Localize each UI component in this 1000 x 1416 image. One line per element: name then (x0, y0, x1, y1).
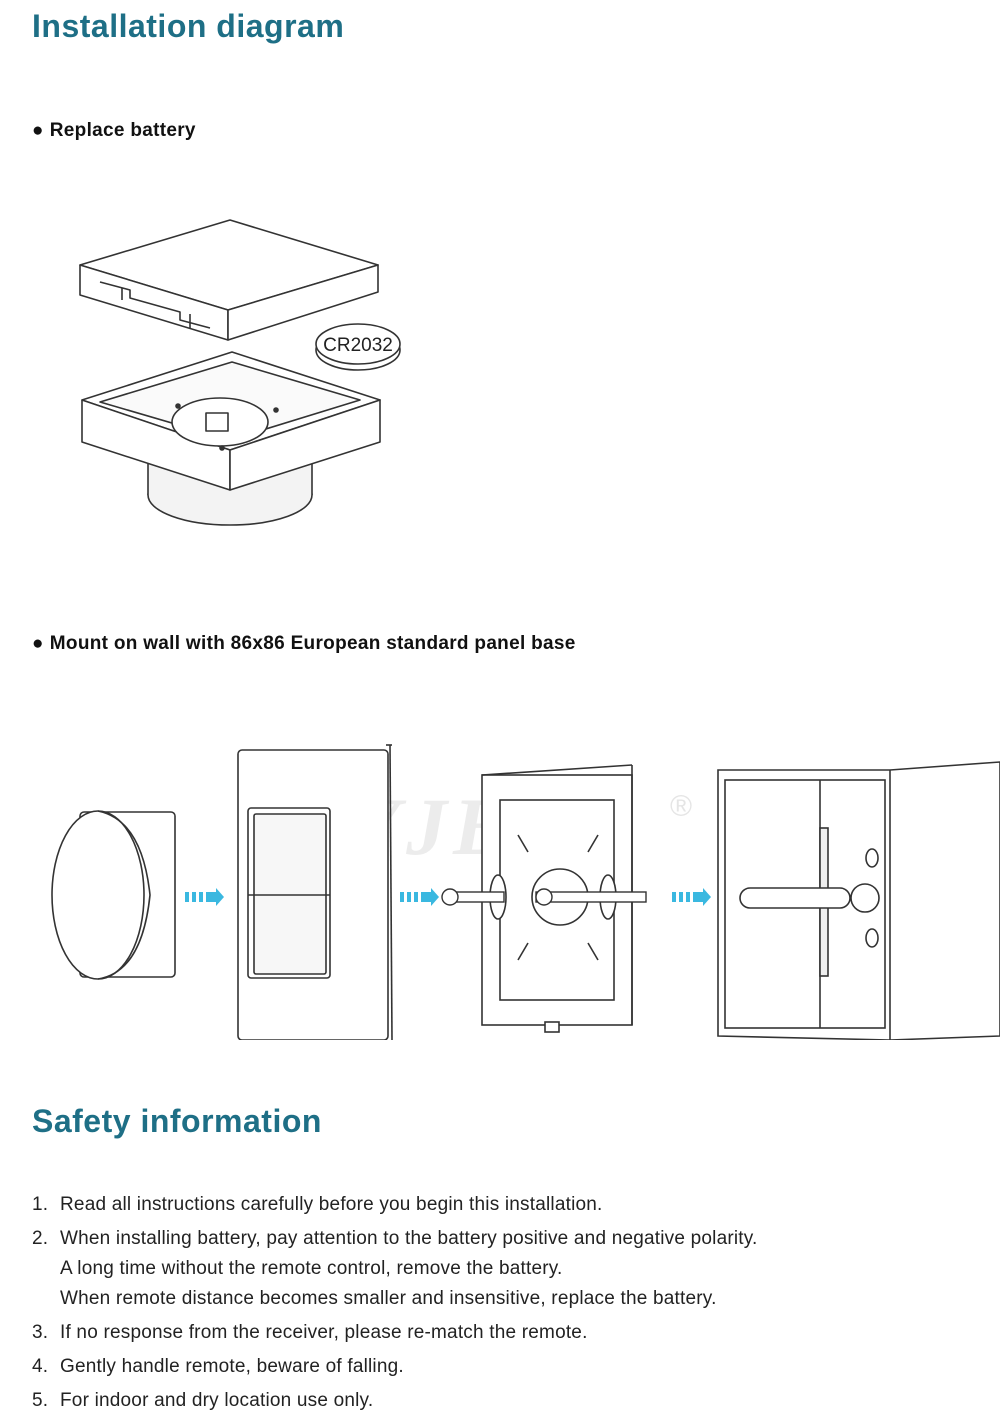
item-text: Read all instructions carefully before y… (60, 1190, 972, 1220)
installation-title: Installation diagram (32, 8, 345, 44)
item-text: For indoor and dry location use only. (60, 1386, 972, 1416)
item-text: Gently handle remote, beware of falling. (60, 1352, 972, 1382)
list-item: 3. If no response from the receiver, ple… (32, 1318, 972, 1348)
item-line: A long time without the remote control, … (60, 1258, 563, 1279)
wall-mount-diagram (51, 744, 1000, 1040)
arrow-2 (400, 888, 439, 906)
item-text: If no response from the receiver, please… (60, 1318, 972, 1348)
item-number: 2. (32, 1228, 49, 1249)
mounting-screws (441, 888, 647, 906)
replace-battery-diagram: CR2032 (79, 219, 401, 526)
item-number: 5. (32, 1390, 49, 1411)
arrow-3 (672, 888, 711, 906)
list-item: 1. Read all instructions carefully befor… (32, 1190, 972, 1220)
item-line: If no response from the receiver, please… (60, 1322, 588, 1343)
replace-battery-heading: ●Replace battery (32, 120, 196, 142)
battery-label: CR2032 (323, 335, 393, 356)
wall-box (717, 761, 1000, 1040)
item-line: For indoor and dry location use only. (60, 1390, 374, 1411)
item-number: 4. (32, 1356, 49, 1377)
item-line: When remote distance becomes smaller and… (60, 1288, 717, 1309)
list-item: 2. When installing battery, pay attentio… (32, 1224, 972, 1314)
bullet-dot: ● (32, 633, 44, 654)
arrow-1 (185, 888, 224, 906)
item-line: When installing battery, pay attention t… (60, 1228, 758, 1249)
safety-list: 1. Read all instructions carefully befor… (32, 1190, 972, 1416)
replace-battery-label: Replace battery (49, 120, 196, 141)
mount-heading: ●Mount on wall with 86x86 European stand… (32, 633, 576, 655)
battery-illustration: CR2032 (315, 323, 401, 371)
bullet-dot: ● (32, 120, 44, 141)
item-number: 3. (32, 1322, 49, 1343)
item-line: Gently handle remote, beware of falling. (60, 1356, 404, 1377)
list-item: 5. For indoor and dry location use only. (32, 1386, 972, 1416)
rotary-knob-module (51, 810, 176, 980)
item-number: 1. (32, 1194, 49, 1215)
list-item: 4. Gently handle remote, beware of falli… (32, 1352, 972, 1382)
item-line: Read all instructions carefully before y… (60, 1194, 603, 1215)
switch-base-illustration (81, 351, 381, 526)
watermark-registered-mark: ® (670, 790, 693, 823)
back-cover-illustration (79, 219, 379, 341)
panel-frame (237, 744, 393, 1040)
mount-label: Mount on wall with 86x86 European standa… (49, 633, 576, 654)
item-text: When installing battery, pay attention t… (60, 1224, 972, 1314)
safety-title: Safety information (32, 1103, 322, 1139)
